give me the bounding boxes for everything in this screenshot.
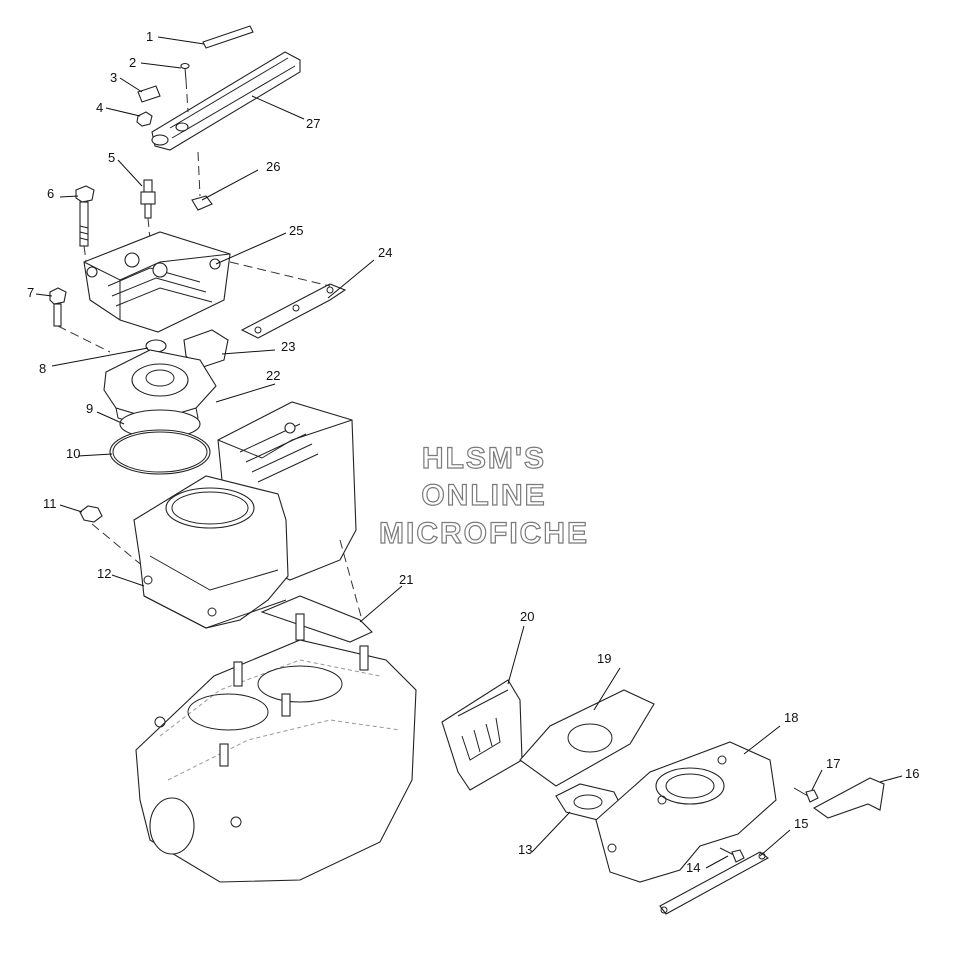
watermark-line1: HLSM'S <box>422 442 546 475</box>
callout-1: 1 <box>146 29 153 44</box>
part-nut <box>136 111 153 127</box>
callout-27: 27 <box>306 116 320 131</box>
callout-21: 21 <box>399 572 413 587</box>
part-label-plate <box>137 85 161 103</box>
callout-4: 4 <box>96 100 103 115</box>
callout-16: 16 <box>905 766 919 781</box>
part-head-gasket-ring <box>109 429 211 475</box>
callout-labels: 1 2 3 4 5 6 7 8 9 10 11 12 13 14 15 16 1… <box>27 29 919 875</box>
callout-3: 3 <box>110 70 117 85</box>
callout-12: 12 <box>97 566 111 581</box>
callout-15: 15 <box>794 816 808 831</box>
callout-9: 9 <box>86 401 93 416</box>
callout-7: 7 <box>27 285 34 300</box>
callout-10: 10 <box>66 446 80 461</box>
part-head-cover <box>83 231 231 333</box>
part-clip <box>191 151 213 211</box>
callout-22: 22 <box>266 368 280 383</box>
callout-26: 26 <box>266 159 280 174</box>
callout-18: 18 <box>784 710 798 725</box>
part-short-bolt <box>49 287 111 353</box>
callout-8: 8 <box>39 361 46 376</box>
part-screw-14 <box>719 847 745 863</box>
part-spark-plug <box>140 179 156 241</box>
callout-25: 25 <box>289 223 303 238</box>
part-base-gasket <box>260 539 373 643</box>
part-intake-gasket <box>519 689 655 787</box>
callout-6: 6 <box>47 186 54 201</box>
part-rail-bar <box>151 51 301 151</box>
part-long-bolt <box>75 185 95 276</box>
part-screw-17 <box>793 787 819 803</box>
part-decal-strip <box>202 25 254 49</box>
callout-2: 2 <box>129 55 136 70</box>
watermark: HLSM'S ONLINE MICROFICHE <box>378 441 589 550</box>
part-screw-small <box>180 62 190 113</box>
part-intake-manifold <box>595 741 777 883</box>
callout-14: 14 <box>686 860 700 875</box>
part-crankcase <box>135 613 417 883</box>
part-gasket-strip <box>229 261 347 339</box>
part-front-cylinder <box>133 475 289 629</box>
part-reed-valve <box>441 679 523 791</box>
leader-lines <box>35 36 903 869</box>
part-strap <box>659 851 770 915</box>
watermark-line2: ONLINE <box>421 479 546 512</box>
callout-23: 23 <box>281 339 295 354</box>
callout-11: 11 <box>43 496 57 511</box>
callout-19: 19 <box>597 651 611 666</box>
watermark-line3: MICROFICHE <box>379 517 589 550</box>
part-water-cover <box>103 349 217 431</box>
part-bracket <box>812 777 885 819</box>
callout-24: 24 <box>378 245 392 260</box>
callout-5: 5 <box>108 150 115 165</box>
callout-13: 13 <box>518 842 532 857</box>
callout-17: 17 <box>826 756 840 771</box>
callout-20: 20 <box>520 609 534 624</box>
